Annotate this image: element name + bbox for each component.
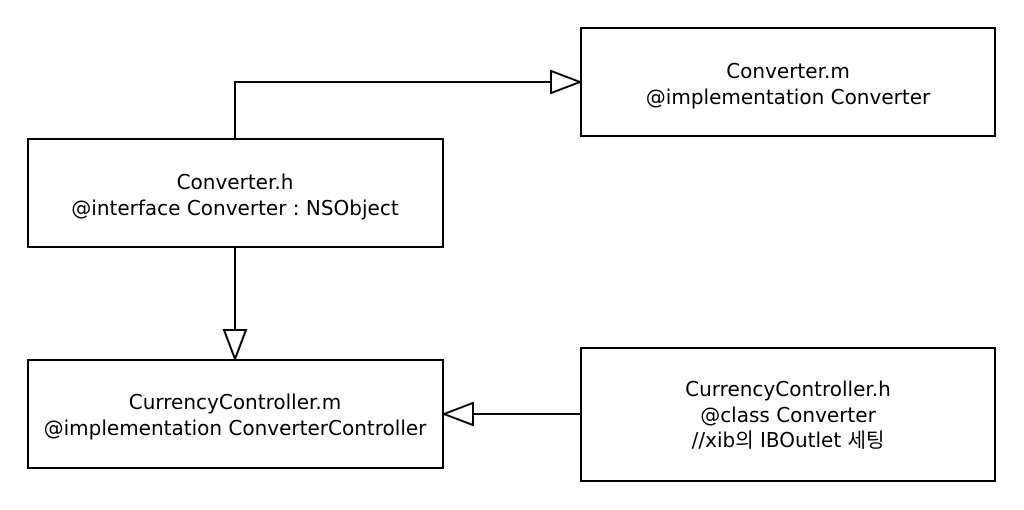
node-converter-h[interactable]: Converter.h @interface Converter : NSObj… [27,138,444,248]
edge-converter-h-to-currency-controller-m [222,247,248,362]
node-label-line: CurrencyController.h [685,377,891,401]
edge-currency-controller-h-to-currency-controller-m [441,401,580,427]
node-box [580,347,996,482]
hollow-arrowhead [550,69,583,95]
node-label-line: CurrencyController.m [129,390,342,414]
node-currency-controller-m[interactable]: CurrencyController.m @implementation Con… [27,359,444,469]
node-box [27,138,444,248]
hollow-arrowhead [222,329,248,362]
node-box [580,27,996,137]
node-label-line: @class Converter [700,403,876,427]
node-label-line: //xib의 IBOutlet 세팅 [692,428,885,452]
node-converter-m[interactable]: Converter.m @implementation Converter [580,27,996,137]
node-currency-controller-h[interactable]: CurrencyController.h @class Converter //… [580,347,996,482]
hollow-arrowhead [441,401,474,427]
edge-converter-h-to-converter-m [234,69,583,139]
node-label-line: @interface Converter : NSObject [71,196,399,220]
node-label-line: @implementation ConverterController [44,416,428,440]
node-label-line: @implementation Converter [646,85,931,109]
node-box [27,359,444,469]
node-label-line: Converter.m [726,59,850,83]
edge-line [234,81,551,139]
node-label-line: Converter.h [177,170,294,194]
